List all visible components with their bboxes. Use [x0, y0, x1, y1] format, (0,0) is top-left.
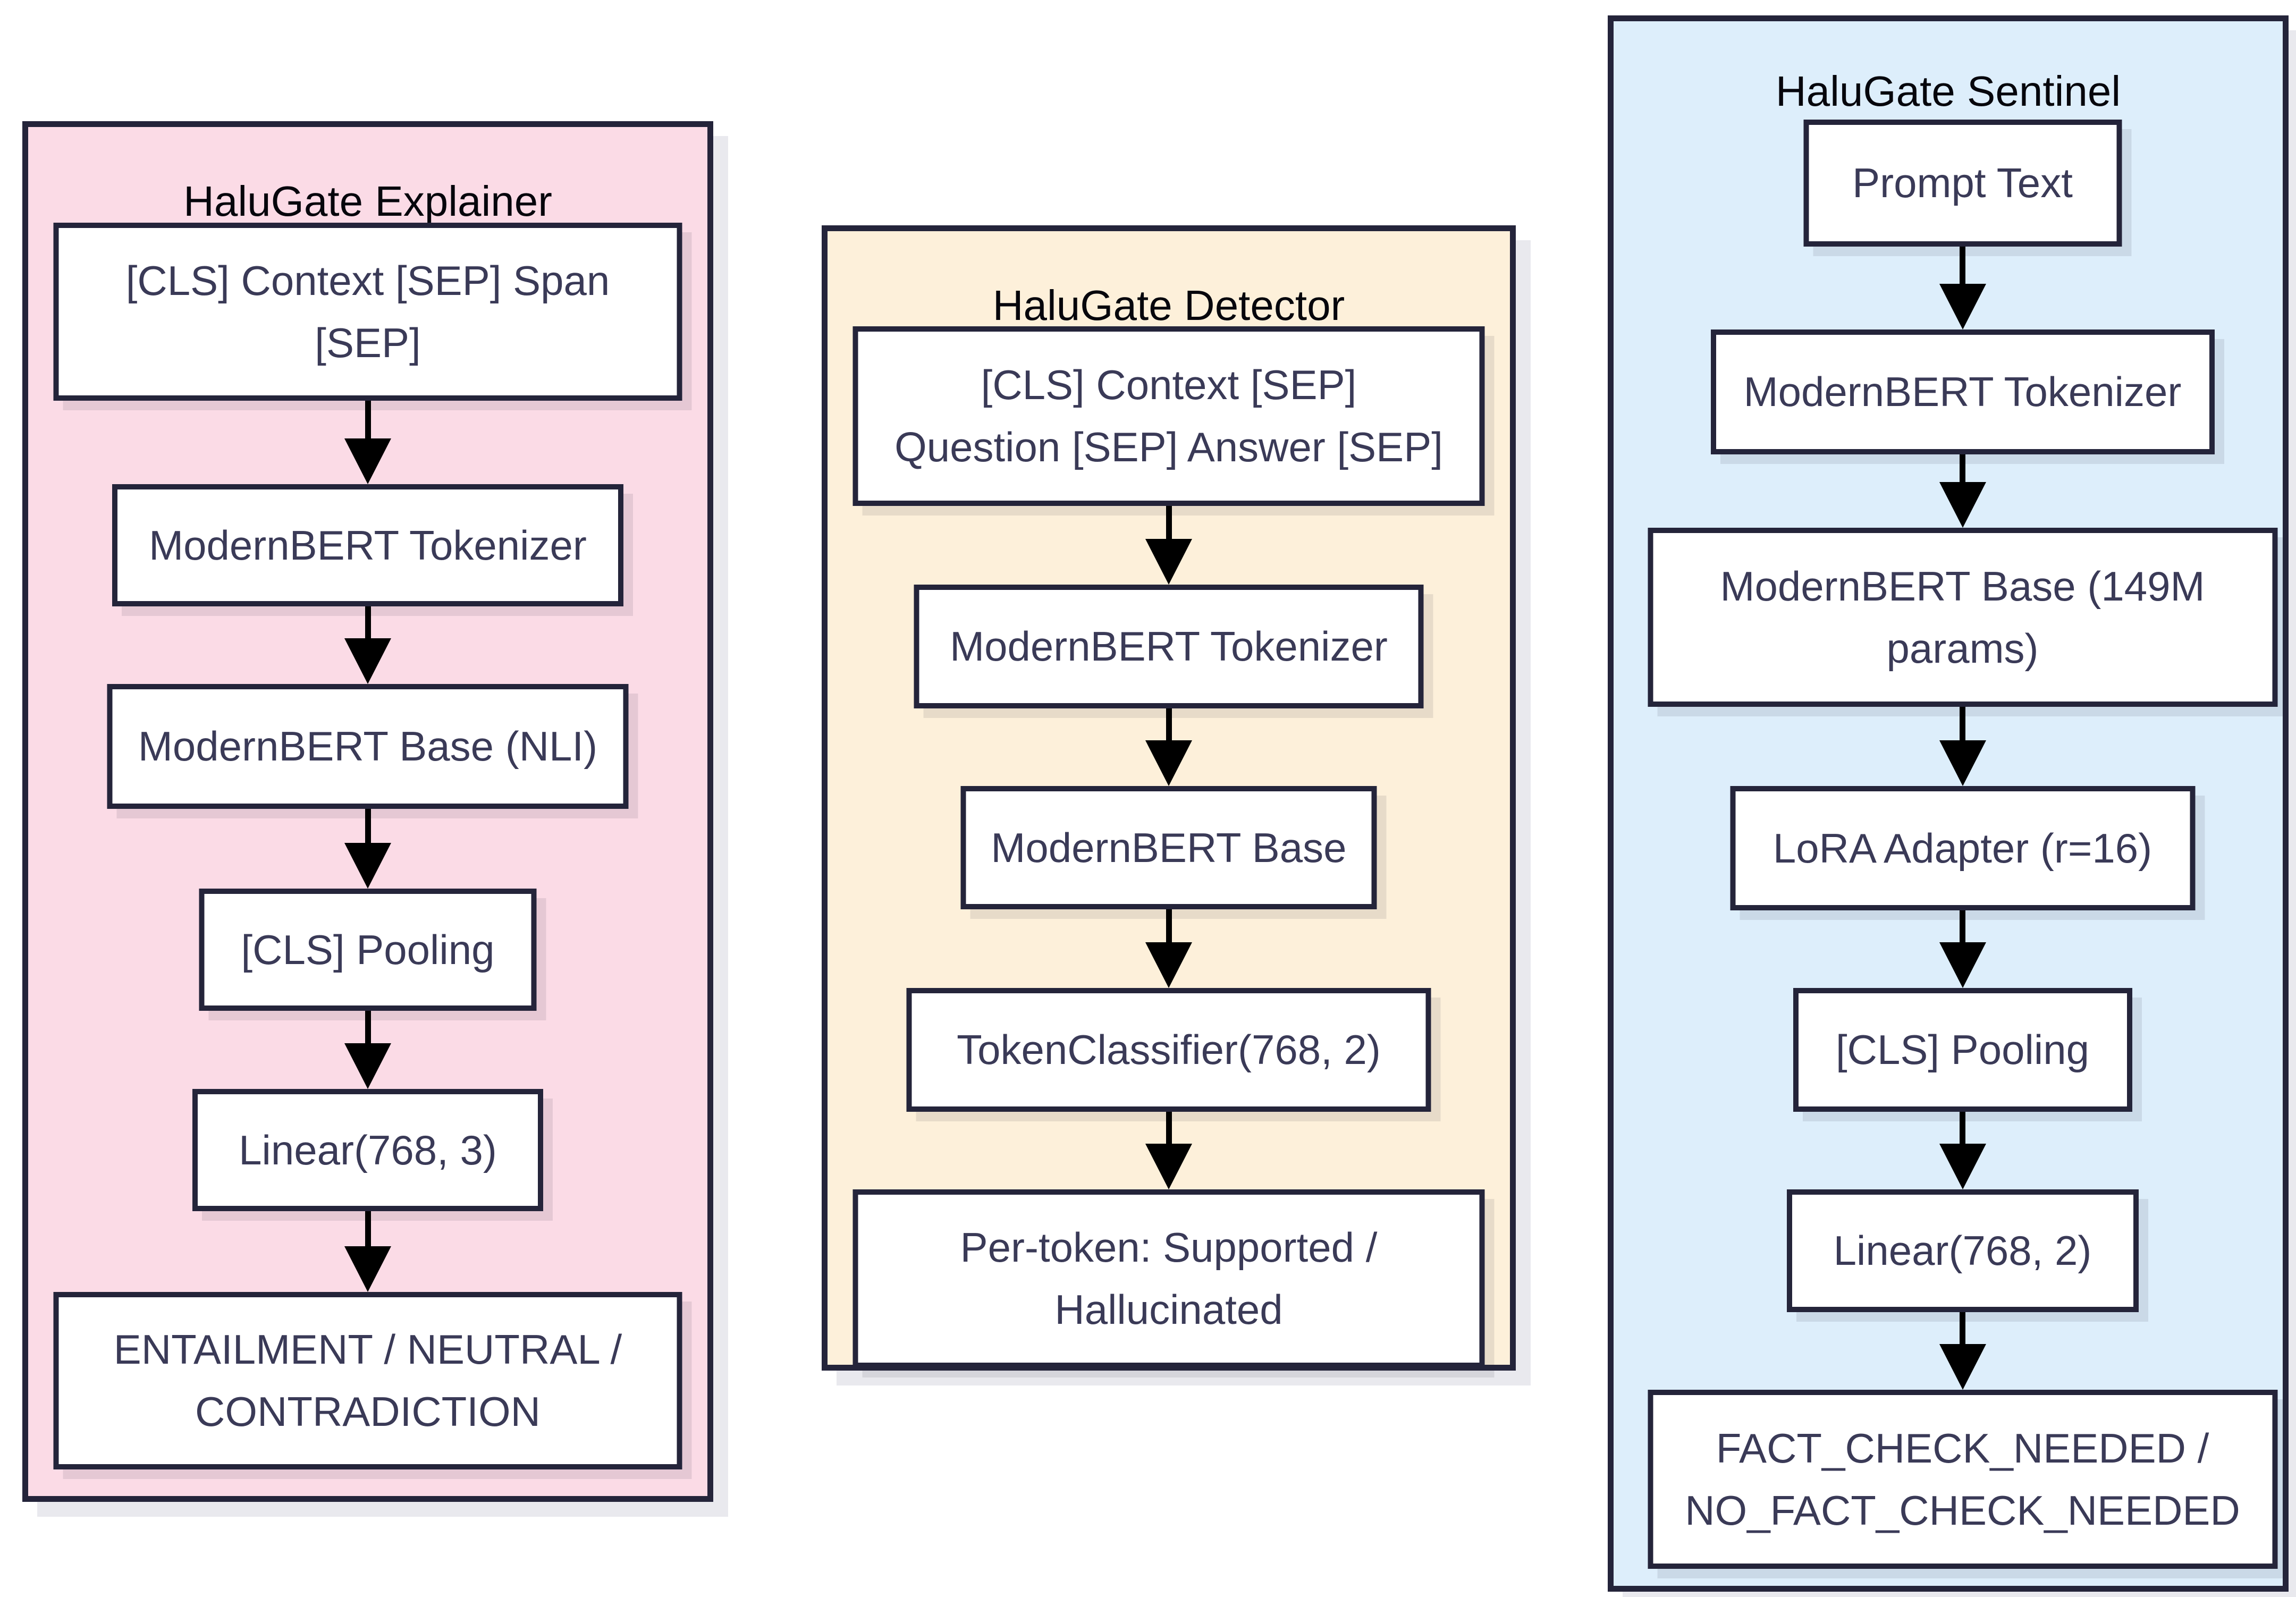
arrow-head: [1145, 1144, 1192, 1189]
arrow-stem: [1960, 247, 1965, 284]
node-explainer-input: [CLS] Context [SEP] Span [SEP]: [53, 223, 682, 401]
node-explainer-base-nli: ModernBERT Base (NLI): [107, 684, 629, 809]
node-detector-token-classifier: TokenClassifier(768, 2): [906, 988, 1431, 1112]
down-arrow-icon: [344, 809, 391, 889]
arrow-stem: [1166, 909, 1172, 942]
node-sentinel-output: FACT_CHECK_NEEDED / NO_FACT_CHECK_NEEDED: [1648, 1390, 2277, 1569]
arrow-head: [1145, 740, 1192, 786]
down-arrow-icon: [1939, 1312, 1986, 1390]
arrow-head: [1145, 539, 1192, 585]
down-arrow-icon: [344, 401, 391, 484]
arrow-stem: [365, 1211, 371, 1246]
node-explainer-output: ENTAILMENT / NEUTRAL / CONTRADICTION: [53, 1292, 682, 1469]
arrow-head: [1939, 482, 1986, 528]
arrow-stem: [1960, 1312, 1965, 1344]
down-arrow-icon: [1145, 909, 1192, 988]
panel-halugate-sentinel: HaluGate Sentinel Prompt Text ModernBERT…: [1608, 15, 2289, 1592]
panel-title-explainer: HaluGate Explainer: [183, 178, 552, 225]
node-sentinel-prompt-text: Prompt Text: [1803, 120, 2122, 247]
arrow-head: [344, 843, 391, 889]
panel-title-detector: HaluGate Detector: [992, 282, 1345, 329]
down-arrow-icon: [1939, 707, 1986, 786]
down-arrow-icon: [1939, 454, 1986, 528]
down-arrow-icon: [344, 1011, 391, 1089]
arrow-stem: [1960, 707, 1965, 740]
down-arrow-icon: [344, 1211, 391, 1292]
arrow-stem: [365, 401, 371, 438]
down-arrow-icon: [344, 606, 391, 684]
node-sentinel-cls-pooling: [CLS] Pooling: [1793, 988, 2132, 1112]
down-arrow-icon: [1145, 1112, 1192, 1189]
arrow-head: [1939, 1144, 1986, 1189]
panel-halugate-detector: HaluGate Detector [CLS] Context [SEP] Qu…: [822, 225, 1516, 1371]
down-arrow-icon: [1145, 506, 1192, 585]
arrow-stem: [365, 809, 371, 843]
arrow-stem: [1960, 910, 1965, 942]
arrow-head: [1145, 942, 1192, 988]
node-sentinel-base: ModernBERT Base (149M params): [1648, 528, 2277, 707]
arrow-stem: [1960, 1112, 1965, 1144]
arrow-stem: [1166, 708, 1172, 740]
node-detector-tokenizer: ModernBERT Tokenizer: [914, 585, 1424, 708]
arrow-head: [344, 638, 391, 684]
node-sentinel-linear: Linear(768, 2): [1786, 1189, 2139, 1312]
arrow-head: [1939, 942, 1986, 988]
down-arrow-icon: [1145, 708, 1192, 786]
arrow-head: [344, 1246, 391, 1292]
panel-halugate-explainer: HaluGate Explainer [CLS] Context [SEP] S…: [22, 121, 713, 1502]
node-detector-output: Per-token: Supported / Hallucinated: [852, 1189, 1485, 1368]
arrow-stem: [365, 1011, 371, 1043]
node-explainer-linear: Linear(768, 3): [192, 1089, 543, 1211]
down-arrow-icon: [1939, 910, 1986, 988]
node-sentinel-lora-adapter: LoRA Adapter (r=16): [1730, 786, 2195, 910]
arrow-stem: [365, 606, 371, 638]
arrow-head: [344, 438, 391, 484]
down-arrow-icon: [1939, 247, 1986, 329]
down-arrow-icon: [1939, 1112, 1986, 1189]
arrow-head: [1939, 284, 1986, 329]
node-detector-input: [CLS] Context [SEP] Question [SEP] Answe…: [852, 326, 1485, 506]
arrow-stem: [1166, 506, 1172, 539]
arrow-head: [1939, 1344, 1986, 1390]
arrow-head: [344, 1043, 391, 1089]
node-explainer-cls-pooling: [CLS] Pooling: [199, 889, 537, 1011]
arrow-stem: [1960, 454, 1965, 482]
panel-title-sentinel: HaluGate Sentinel: [1775, 67, 2121, 115]
node-detector-base: ModernBERT Base: [960, 786, 1377, 909]
node-explainer-tokenizer: ModernBERT Tokenizer: [112, 484, 623, 606]
node-sentinel-tokenizer: ModernBERT Tokenizer: [1710, 329, 2215, 454]
arrow-stem: [1166, 1112, 1172, 1144]
arrow-head: [1939, 740, 1986, 786]
